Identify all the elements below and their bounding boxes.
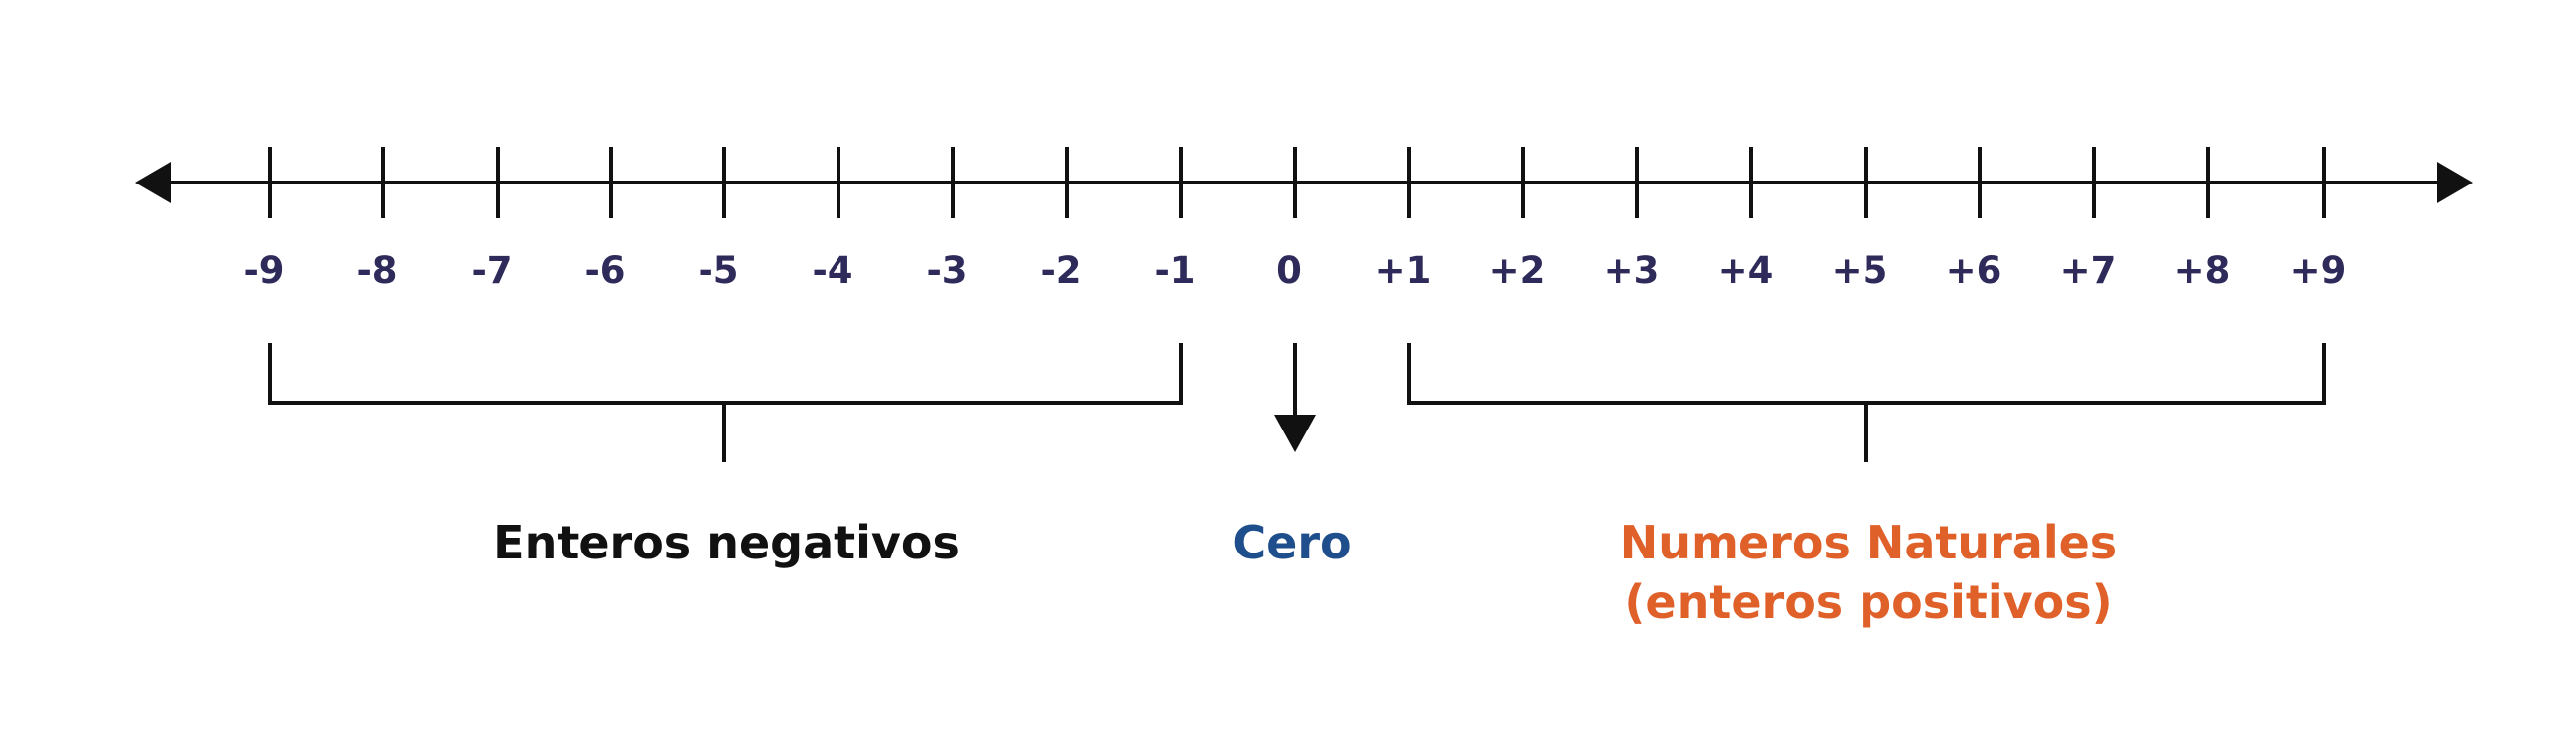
tick-label: -4 [812, 249, 852, 292]
tick-label: +7 [2060, 249, 2117, 292]
tick-label: -9 [243, 249, 284, 292]
tick-label: +5 [1832, 249, 1888, 292]
tick-label: +4 [1718, 249, 1774, 292]
tick-labels: -9 -8 -7 -6 -5 -4 -3 -2 -1 0 +1 +2 +3 +4 +5 +6 +7 +8 +9 [243, 249, 2346, 292]
natural-numbers-label: Numeros Naturales [1620, 516, 2117, 569]
negative-integers-label: Enteros negativos [493, 516, 960, 569]
tick-label: -3 [926, 249, 966, 292]
zero-down-arrow-icon [1274, 343, 1316, 452]
tick-label: +1 [1375, 249, 1432, 292]
tick-label: +3 [1604, 249, 1660, 292]
positive-bracket [1407, 343, 2326, 462]
tick-label: 0 [1276, 249, 1302, 292]
tick-label: -8 [356, 249, 397, 292]
tick-label: -7 [471, 249, 512, 292]
left-arrowhead-icon [135, 162, 171, 203]
tick-label: +9 [2290, 249, 2347, 292]
tick-label: -2 [1040, 249, 1081, 292]
tick-marks [268, 147, 2326, 218]
right-arrowhead-icon [2437, 162, 2473, 203]
tick-label: -6 [584, 249, 625, 292]
tick-label: -1 [1154, 249, 1195, 292]
bracket-outline [268, 343, 1183, 405]
tick-label: +6 [1946, 249, 2002, 292]
tick-label: +8 [2174, 249, 2231, 292]
zero-label: Cero [1232, 516, 1351, 569]
tick-label: +2 [1489, 249, 1546, 292]
tick-label: -5 [698, 249, 738, 292]
positive-integers-label: (enteros positivos) [1624, 575, 2112, 629]
bracket-outline [1407, 343, 2326, 405]
negative-bracket [268, 343, 1183, 462]
